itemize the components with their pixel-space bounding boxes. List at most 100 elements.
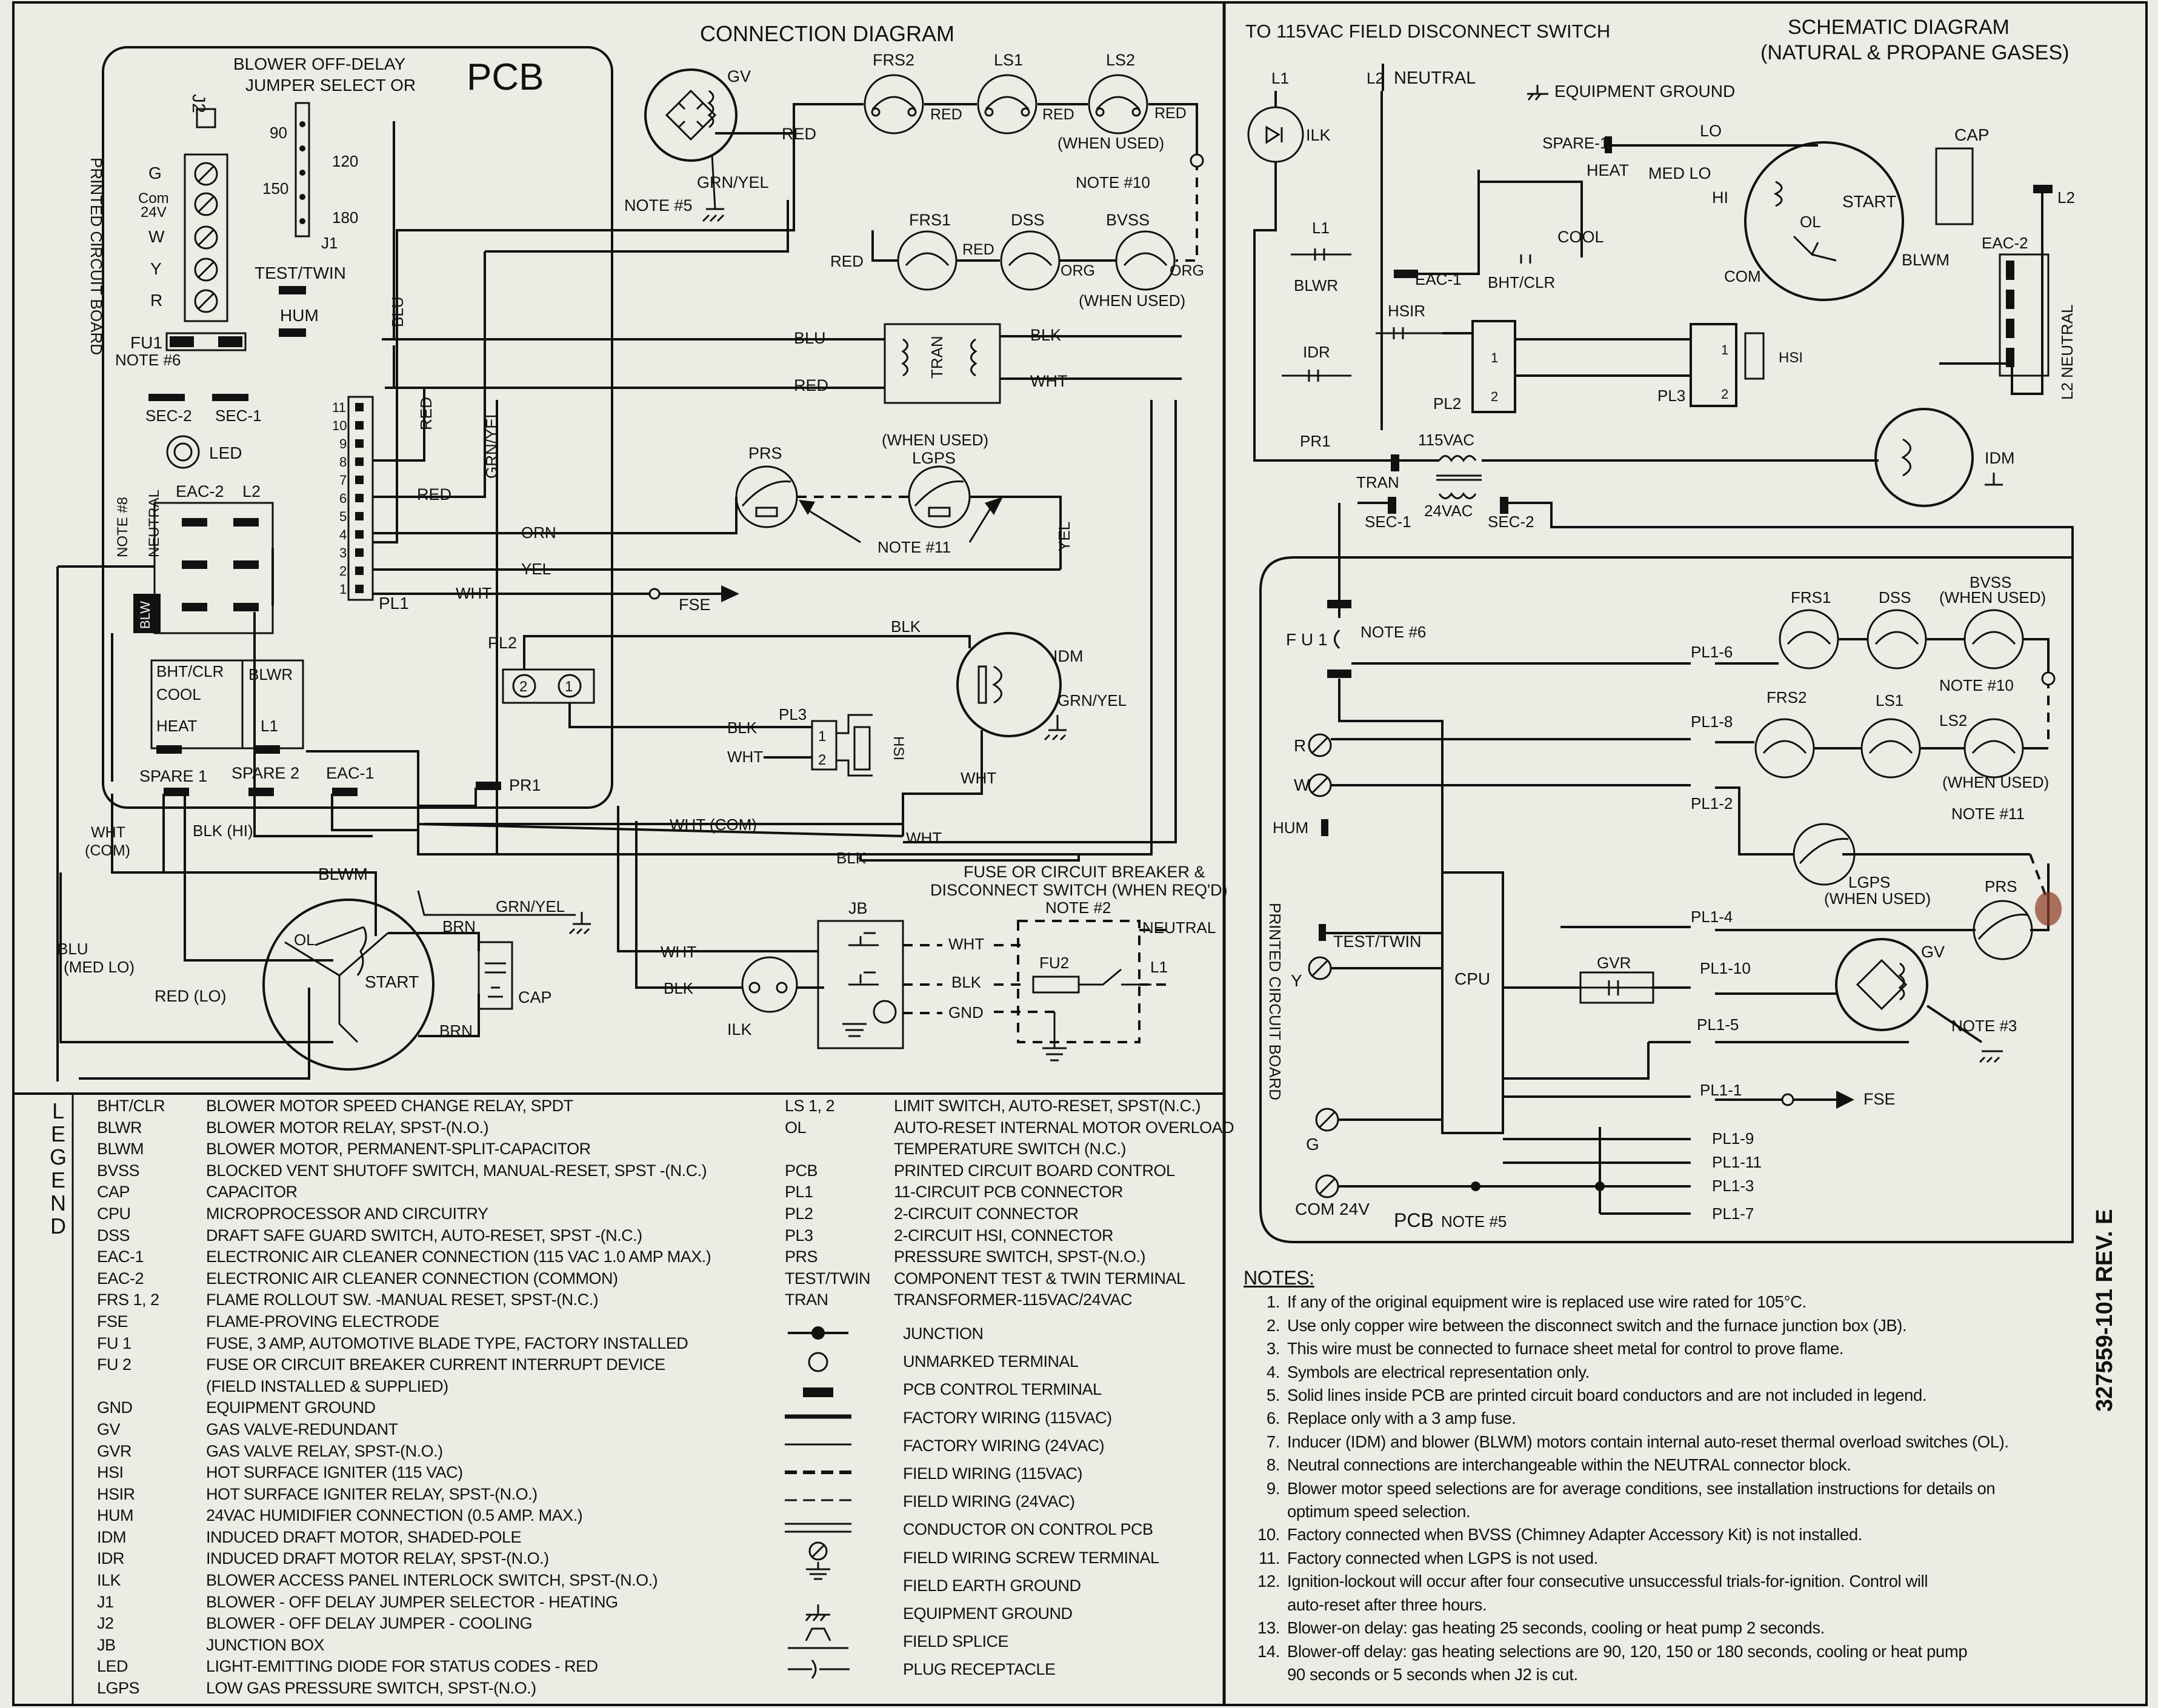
legend-symbol-label: FACTORY WIRING (24VAC) bbox=[903, 1436, 1105, 1455]
legend-abbrev: PCB bbox=[785, 1161, 818, 1180]
legend-description: BLOWER - OFF DELAY JUMPER - COOLING bbox=[206, 1614, 533, 1633]
svg-text:PL2: PL2 bbox=[1433, 394, 1461, 413]
svg-text:COM: COM bbox=[1724, 267, 1761, 285]
schematic-subtitle: (NATURAL & PROPANE GASES) bbox=[1760, 41, 2069, 64]
legend-description: ELECTRONIC AIR CLEANER CONNECTION (COMMO… bbox=[206, 1269, 618, 1288]
rust-stain bbox=[2035, 892, 2062, 926]
terminal-g-label: G bbox=[148, 164, 162, 182]
svg-text:SPARE-1: SPARE-1 bbox=[1542, 134, 1608, 152]
svg-text:SEC-2: SEC-2 bbox=[1488, 513, 1534, 531]
note8-label: NOTE #8 bbox=[115, 497, 131, 557]
svg-text:RED: RED bbox=[1154, 105, 1187, 122]
svg-text:8: 8 bbox=[339, 454, 347, 470]
delay-150: 150 bbox=[262, 179, 288, 198]
idm-motor bbox=[956, 632, 1062, 737]
note-text: Replace only with a 3 amp fuse. bbox=[1287, 1409, 1516, 1428]
note-item: 7.Inducer (IDM) and blower (BLWM) motors… bbox=[1244, 1431, 2080, 1454]
note10-label: NOTE #10 bbox=[1076, 173, 1150, 191]
frs2-switch-schematic bbox=[1754, 718, 1815, 779]
note-text: Neutral connections are interchangeable … bbox=[1287, 1455, 1851, 1475]
legend-abbrev: J1 bbox=[97, 1592, 114, 1611]
svg-text:L2 NEUTRAL: L2 NEUTRAL bbox=[2058, 305, 2076, 400]
legend-description: BLOWER - OFF DELAY JUMPER SELECTOR - HEA… bbox=[206, 1592, 618, 1611]
blower-jumper-label-2: JUMPER SELECT OR bbox=[245, 76, 416, 95]
svg-text:4: 4 bbox=[339, 527, 347, 542]
legend-abbrev: PL1 bbox=[785, 1183, 813, 1201]
cap-component bbox=[478, 941, 513, 1010]
note-text: If any of the original equipment wire is… bbox=[1287, 1292, 1807, 1312]
legend-description: 11-CIRCUIT PCB CONNECTOR bbox=[894, 1183, 1124, 1201]
legend-abbrev: PRS bbox=[785, 1248, 818, 1266]
svg-text:5: 5 bbox=[339, 509, 347, 524]
legend-abbrev: LGPS bbox=[97, 1679, 140, 1698]
svg-text:RED: RED bbox=[417, 485, 451, 503]
note-text: auto-reset after three hours. bbox=[1287, 1595, 1487, 1614]
note-number: 6. bbox=[1266, 1409, 1280, 1428]
idm-motor-schematic bbox=[1874, 408, 1974, 507]
fuse-breaker-label-1: FUSE OR CIRCUIT BREAKER & bbox=[964, 863, 1205, 881]
svg-text:1: 1 bbox=[1491, 350, 1498, 365]
svg-text:(WHEN USED): (WHEN USED) bbox=[1939, 588, 2046, 606]
svg-text:PRS: PRS bbox=[1985, 877, 2017, 896]
svg-text:6: 6 bbox=[339, 491, 347, 506]
svg-text:TEST/TWIN: TEST/TWIN bbox=[1333, 932, 1421, 951]
bvss-switch bbox=[1115, 230, 1176, 291]
svg-text:NOTE #10: NOTE #10 bbox=[1939, 676, 2014, 694]
note6-label: NOTE #6 bbox=[115, 351, 181, 369]
svg-text:WHT: WHT bbox=[727, 748, 763, 766]
note-text: Solid lines inside PCB are printed circu… bbox=[1287, 1386, 1927, 1405]
note-item: 8.Neutral connections are interchangeabl… bbox=[1244, 1454, 2080, 1477]
note-number: 7. bbox=[1266, 1432, 1280, 1451]
svg-text:(WHEN USED): (WHEN USED) bbox=[1079, 291, 1185, 310]
svg-text:WHT: WHT bbox=[456, 584, 491, 602]
legend-abbrev: TEST/TWIN bbox=[785, 1269, 870, 1288]
bht-clr-label: BHT/CLR bbox=[156, 662, 224, 680]
note5-label: NOTE #5 bbox=[624, 196, 693, 214]
idm-label: IDM bbox=[1053, 647, 1084, 665]
svg-text:9: 9 bbox=[339, 436, 347, 451]
svg-text:BVSS: BVSS bbox=[1970, 573, 2011, 591]
legend-abbrev: HSI bbox=[97, 1463, 124, 1482]
notes-heading: NOTES: bbox=[1244, 1267, 1314, 1289]
note-number: 2. bbox=[1266, 1315, 1280, 1335]
wht-com-label: WHT (COM) bbox=[670, 816, 757, 834]
svg-text:GV: GV bbox=[1921, 943, 1945, 961]
j1-label: J1 bbox=[321, 234, 338, 252]
blower-jumper-label: BLOWER OFF-DELAY bbox=[233, 55, 406, 73]
eac1-label: EAC-1 bbox=[326, 764, 375, 782]
svg-text:START: START bbox=[365, 972, 419, 991]
l2-label: L2 bbox=[242, 482, 261, 500]
note-text: Blower-on delay: gas heating 25 seconds,… bbox=[1287, 1618, 1825, 1638]
svg-text:COM 24V: COM 24V bbox=[1295, 1200, 1370, 1218]
pcb-board-outline bbox=[102, 46, 613, 809]
legend-symbol-label: FIELD EARTH GROUND bbox=[903, 1576, 1081, 1595]
svg-text:BLK: BLK bbox=[664, 979, 694, 997]
svg-text:10: 10 bbox=[332, 418, 347, 433]
legend-description: AUTO-RESET INTERNAL MOTOR OVERLOAD bbox=[894, 1118, 1234, 1137]
legend-symbols bbox=[785, 1326, 851, 1679]
legend-abbrev: FRS 1, 2 bbox=[97, 1291, 159, 1309]
transformer bbox=[884, 323, 1001, 404]
l1-label: L1 bbox=[261, 717, 278, 735]
legend-abbrev: PL2 bbox=[785, 1204, 813, 1223]
note-item: auto-reset after three hours. bbox=[1244, 1593, 2080, 1617]
legend-description: FLAME-PROVING ELECTRODE bbox=[206, 1312, 439, 1331]
pcb-schematic-outline bbox=[1259, 556, 2074, 1243]
legend-abbrev: HUM bbox=[97, 1506, 134, 1525]
legend-description: INDUCED DRAFT MOTOR, SHADED-POLE bbox=[206, 1527, 522, 1546]
svg-text:NEUTRAL: NEUTRAL bbox=[1142, 919, 1216, 937]
pcb-side-label-schematic: PRINTED CIRCUIT BOARD bbox=[1266, 903, 1284, 1100]
legend-abbrev: IDM bbox=[97, 1527, 127, 1546]
